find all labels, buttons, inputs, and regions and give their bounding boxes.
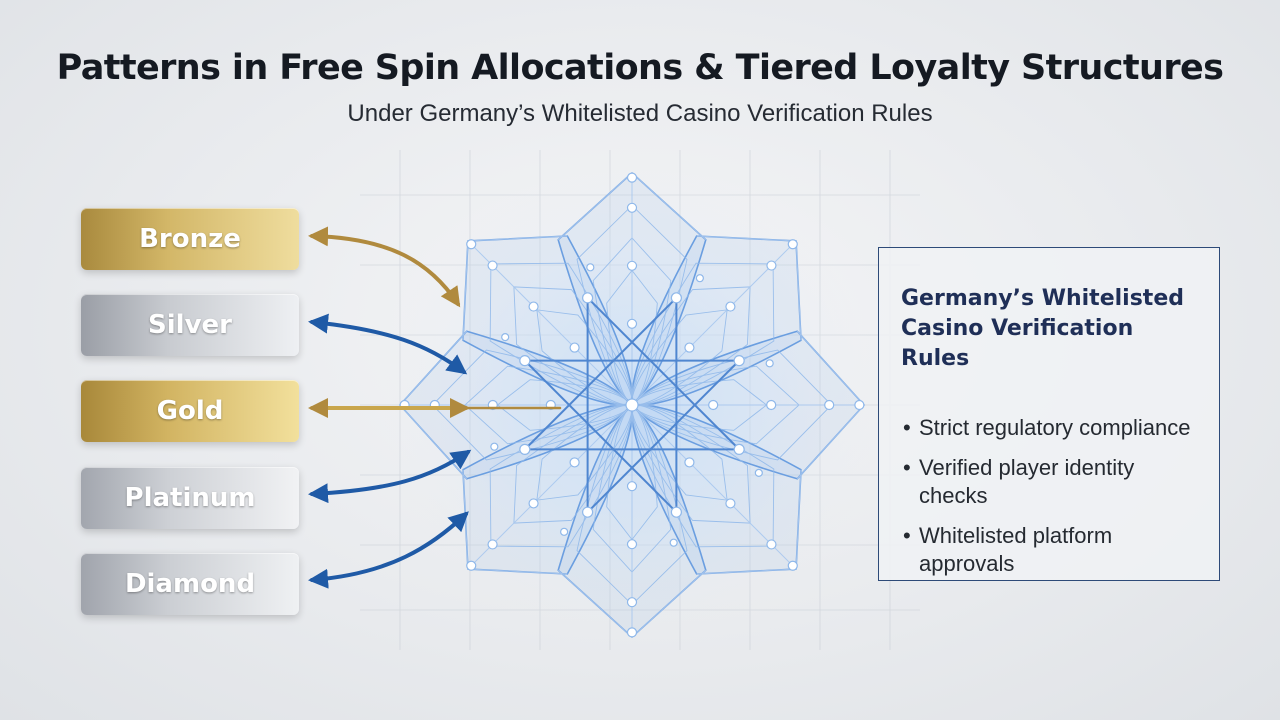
lattice-node [733, 355, 745, 367]
rules-panel-title: Germany’s Whitelisted Casino Verificatio… [901, 286, 1184, 371]
lattice-line [524, 359, 678, 513]
petal-edge-line [696, 235, 797, 242]
rule-item: Whitelisted platform approvals [901, 522, 1199, 578]
lattice-line [586, 297, 740, 451]
network-node [626, 481, 638, 492]
network-node [725, 498, 736, 509]
tier-bronze: Bronze [81, 208, 299, 270]
network-node [569, 342, 580, 353]
network-node [487, 260, 498, 271]
network-node [695, 274, 704, 283]
network-node [854, 399, 865, 411]
network-node [824, 399, 835, 411]
network-nodes [399, 172, 865, 638]
petal-edge-line [795, 469, 802, 570]
network-node [560, 527, 569, 536]
network-node [626, 260, 638, 271]
network-node [626, 539, 638, 550]
petal-edge-line [467, 568, 568, 575]
petal-edge-line [557, 172, 633, 241]
arrow-platinum [308, 449, 472, 504]
network-node [684, 342, 695, 353]
lattice-node [670, 506, 682, 518]
network-node [528, 301, 539, 312]
lattice-line [524, 297, 678, 451]
lattice-line [586, 359, 740, 513]
page-subtitle: Under Germany’s Whitelisted Casino Verif… [347, 100, 933, 127]
tier-silver: Silver [81, 294, 299, 356]
petal-edge-line [467, 235, 568, 242]
lattice-node [582, 292, 594, 304]
rule-item: Strict regulatory compliance [901, 414, 1199, 442]
network-node [766, 539, 777, 550]
network-node [787, 239, 798, 250]
network-node [754, 468, 763, 477]
network-node [626, 202, 638, 213]
network-node [487, 539, 498, 550]
network-node [725, 301, 736, 312]
petal-edge-line [696, 568, 797, 575]
network-node [490, 442, 499, 451]
network-node [684, 457, 695, 468]
network-node [626, 627, 638, 638]
network-node [787, 560, 798, 571]
rule-item: Verified player identity checks [901, 454, 1199, 510]
inner-lattice [524, 297, 740, 513]
lattice-node [733, 443, 745, 455]
network-node [766, 399, 777, 411]
network-node [466, 239, 477, 250]
petal-edge-line [795, 240, 802, 341]
rules-list: Strict regulatory compliance Verified pl… [901, 414, 1199, 578]
rules-panel: Germany’s Whitelisted Casino Verificatio… [878, 247, 1220, 581]
network-node [626, 318, 638, 329]
tier-diamond: Diamond [81, 553, 299, 615]
petal-edge-line [796, 330, 865, 406]
network-node [669, 538, 678, 547]
lattice-node [519, 443, 531, 455]
tier-gold: Gold [81, 380, 299, 442]
arrow-diamond [308, 511, 469, 589]
network-node [708, 399, 719, 411]
petal-edge-line [631, 172, 707, 241]
network-node [528, 498, 539, 509]
petal-edge-line [796, 404, 865, 480]
network-node [569, 457, 580, 468]
network-node [466, 560, 477, 571]
network-node [501, 333, 510, 342]
page-title: Patterns in Free Spin Allocations & Tier… [56, 48, 1224, 88]
lattice-node [582, 506, 594, 518]
petal-edge-line [631, 569, 707, 638]
arrow-bronze [308, 226, 461, 308]
tier-arrows [308, 226, 562, 589]
center-node [625, 398, 639, 412]
network-node [586, 263, 595, 272]
petal-edge-line [557, 569, 633, 638]
network-node [765, 359, 774, 368]
network-node [766, 260, 777, 271]
arrow-silver [308, 313, 468, 375]
lattice-node [670, 292, 682, 304]
tier-platinum: Platinum [81, 467, 299, 529]
network-node [626, 172, 638, 183]
network-node [626, 597, 638, 608]
lattice-node [519, 355, 531, 367]
